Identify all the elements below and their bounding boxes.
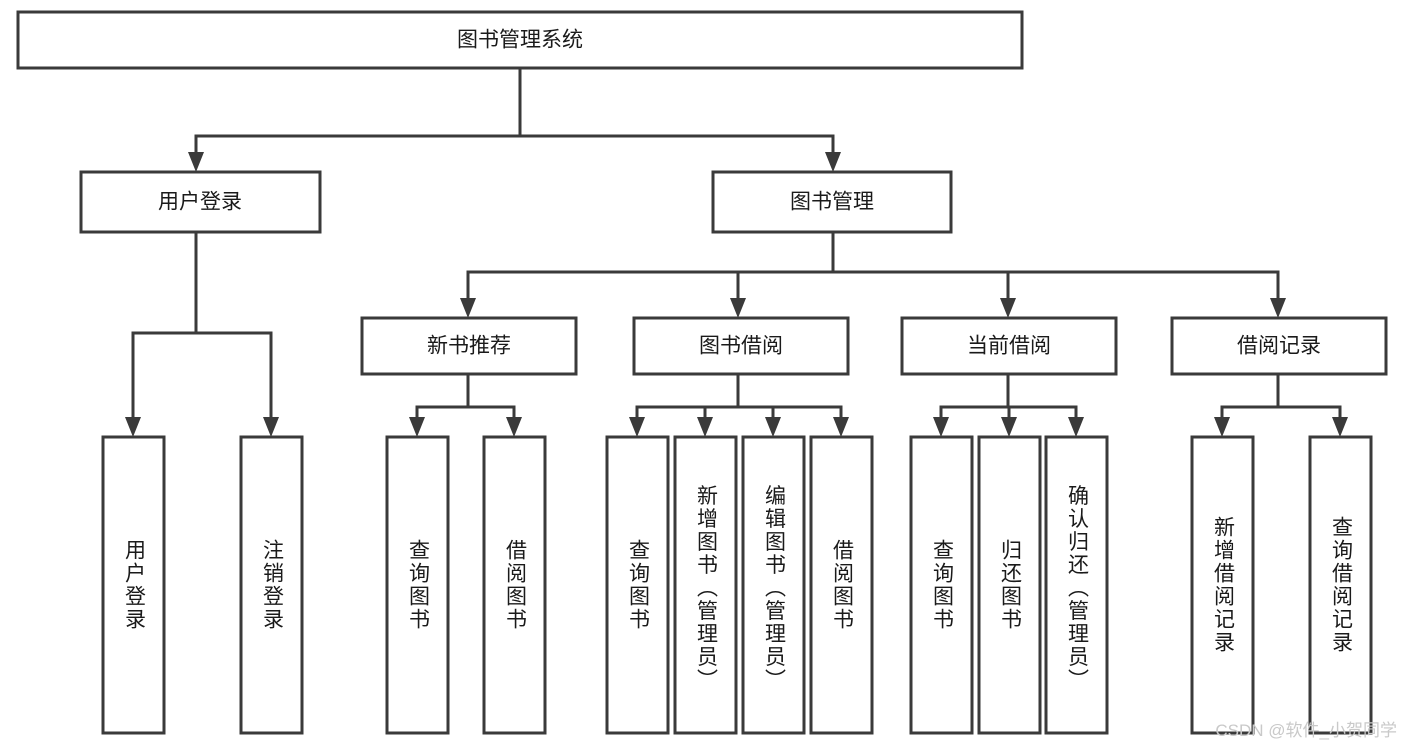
arrowhead-leaf-rec-add <box>1214 417 1230 437</box>
arrowhead-leaf-borrow-add <box>697 417 713 437</box>
leaf-user-logout-label: 注销登录 <box>260 539 284 631</box>
node-book-manage-label: 图书管理 <box>790 191 874 214</box>
node-root-label: 图书管理系统 <box>457 29 583 52</box>
leaf-cur-return-label: 归还图书 <box>998 539 1022 631</box>
leaf-borrow-query-label: 查询图书 <box>626 539 650 631</box>
connector-group-book-manage <box>460 230 1286 318</box>
leaf-rec-query-label: 查询图书 <box>406 539 430 631</box>
leaf-rec-query2-box[interactable] <box>1308 435 1373 735</box>
leaf-borrow-lend[interactable]: 借阅图书 <box>809 435 874 735</box>
leaf-borrow-query-box[interactable] <box>605 435 670 735</box>
leaf-borrow-edit-box[interactable] <box>741 435 806 735</box>
node-new-book-rec[interactable]: 新书推荐 <box>360 316 578 376</box>
arrowhead-book-manage <box>825 152 841 172</box>
leaf-borrow-query[interactable]: 查询图书 <box>605 435 670 735</box>
leaf-user-logout-box[interactable] <box>239 435 304 735</box>
node-borrow-record[interactable]: 借阅记录 <box>1170 316 1388 376</box>
leaf-user-login-box[interactable] <box>101 435 166 735</box>
node-book-borrow-label: 图书借阅 <box>699 335 783 358</box>
leaf-rec-query-box[interactable] <box>385 435 450 735</box>
leaf-cur-confirm-box[interactable] <box>1044 435 1109 735</box>
connector-group-current-borrow <box>933 372 1084 437</box>
node-new-book-rec-label: 新书推荐 <box>427 335 511 358</box>
arrowhead-leaf-cur-confirm <box>1068 417 1084 437</box>
leaf-cur-query[interactable]: 查询图书 <box>909 435 974 735</box>
arrowhead-current-borrow <box>1000 298 1016 318</box>
leaf-cur-query-label: 查询图书 <box>930 539 954 631</box>
leaf-borrow-add[interactable]: 新增图书（管理员） <box>673 435 738 735</box>
leaf-borrow-lend-box[interactable] <box>809 435 874 735</box>
arrowhead-leaf-user-login <box>125 417 141 437</box>
arrowhead-book-borrow <box>730 298 746 318</box>
leaf-user-login-label: 用户登录 <box>122 539 146 631</box>
leaf-user-login[interactable]: 用户登录 <box>101 435 166 735</box>
arrowhead-leaf-cur-query <box>933 417 949 437</box>
connector-group-root <box>188 66 841 172</box>
watermark: CSDN @软件_小贺同学 <box>1215 721 1397 740</box>
arrowhead-leaf-cur-return <box>1001 417 1017 437</box>
node-new-book-rec-box[interactable] <box>360 316 578 376</box>
node-book-borrow-box[interactable] <box>632 316 850 376</box>
node-borrow-record-label: 借阅记录 <box>1237 335 1321 358</box>
leaf-cur-return[interactable]: 归还图书 <box>977 435 1042 735</box>
leaf-user-logout[interactable]: 注销登录 <box>239 435 304 735</box>
node-user-login-box[interactable] <box>79 170 322 234</box>
leaf-borrow-edit-label: 编辑图书（管理员） <box>762 485 786 692</box>
arrowhead-leaf-borrow-query <box>629 417 645 437</box>
node-current-borrow[interactable]: 当前借阅 <box>900 316 1118 376</box>
node-user-login[interactable]: 用户登录 <box>79 170 322 234</box>
arrowhead-leaf-borrow-edit <box>765 417 781 437</box>
arrowhead-new-book-rec <box>460 298 476 318</box>
connector-group-user-login <box>125 230 279 437</box>
arrowhead-user-login <box>188 152 204 172</box>
leaf-rec-query[interactable]: 查询图书 <box>385 435 450 735</box>
arrowhead-leaf-rec-query2 <box>1332 417 1348 437</box>
leaf-borrow-add-label: 新增图书（管理员） <box>694 485 718 692</box>
arrowhead-leaf-borrow-lend <box>833 417 849 437</box>
leaf-borrow-lend-label: 借阅图书 <box>830 539 854 631</box>
connector-group-new-book-rec <box>409 372 522 437</box>
node-root-box[interactable] <box>16 10 1024 70</box>
node-user-login-label: 用户登录 <box>158 191 242 214</box>
node-book-manage[interactable]: 图书管理 <box>711 170 953 234</box>
arrowhead-borrow-record <box>1270 298 1286 318</box>
leaf-rec-query2[interactable]: 查询借阅记录 <box>1308 435 1373 735</box>
node-book-borrow[interactable]: 图书借阅 <box>632 316 850 376</box>
arrowhead-leaf-rec-borrow <box>506 417 522 437</box>
node-current-borrow-box[interactable] <box>900 316 1118 376</box>
leaf-borrow-add-box[interactable] <box>673 435 738 735</box>
node-root[interactable]: 图书管理系统 <box>16 10 1024 70</box>
leaf-rec-add-box[interactable] <box>1190 435 1255 735</box>
connector-group-borrow-record <box>1214 372 1348 437</box>
arrowhead-leaf-user-logout <box>263 417 279 437</box>
node-borrow-record-box[interactable] <box>1170 316 1388 376</box>
leaf-rec-add-label: 新增借阅记录 <box>1211 516 1235 654</box>
leaf-rec-borrow-label: 借阅图书 <box>503 539 527 631</box>
arrowhead-leaf-rec-query <box>409 417 425 437</box>
leaf-cur-confirm[interactable]: 确认归还（管理员） <box>1044 435 1109 735</box>
leaf-rec-query2-label: 查询借阅记录 <box>1329 516 1353 654</box>
leaf-cur-query-box[interactable] <box>909 435 974 735</box>
leaf-borrow-edit[interactable]: 编辑图书（管理员） <box>741 435 806 735</box>
node-current-borrow-label: 当前借阅 <box>967 335 1051 358</box>
leaf-rec-borrow[interactable]: 借阅图书 <box>482 435 547 735</box>
node-book-manage-box[interactable] <box>711 170 953 234</box>
leaf-rec-add[interactable]: 新增借阅记录 <box>1190 435 1255 735</box>
leaf-cur-return-box[interactable] <box>977 435 1042 735</box>
connector-group-book-borrow <box>629 372 849 437</box>
leaf-cur-confirm-label: 确认归还（管理员） <box>1065 485 1089 692</box>
leaf-rec-borrow-box[interactable] <box>482 435 547 735</box>
